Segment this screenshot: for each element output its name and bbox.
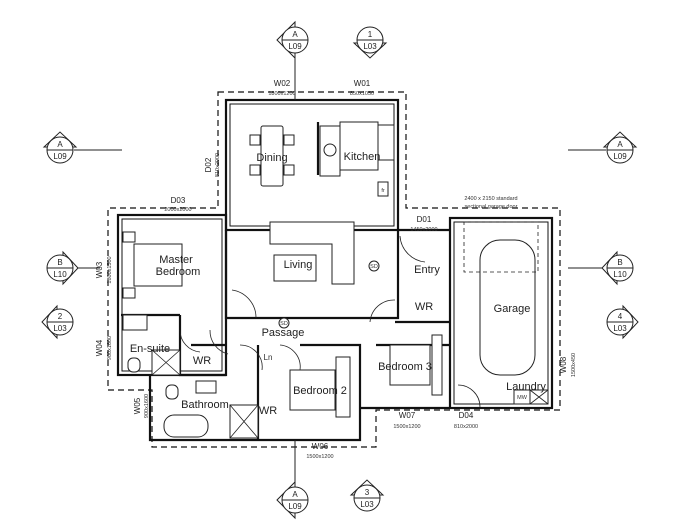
fridge-label: fr [381,188,385,194]
size-w06: 1500x1200 [306,454,333,460]
svg-text:A: A [292,490,298,499]
size-w01: 850x1050 [350,91,374,97]
tag-d04: D04 [459,411,474,420]
size-w04: 900x1600 [107,336,113,360]
garage-door-note-2: sectional garage door [465,204,518,210]
tag-d01: D01 [417,215,432,224]
dining-table [260,125,284,187]
size-d02: 810x2000 [215,153,221,177]
svg-text:L03: L03 [53,324,67,333]
size-d03: 2000x2000 [164,207,191,213]
microwave-label: MW [517,395,528,401]
coffee-table [273,254,317,282]
size-w02: 1800x1200 [268,91,295,97]
room-master-bedroom-1: Master [159,254,193,266]
svg-text:L09: L09 [288,42,302,51]
room-entry: Entry [414,264,440,276]
size-w07: 1500x1200 [393,424,420,430]
opening-tags: W02 1800x1200 W01 850x1050 D03 2000x2000… [95,79,577,460]
svg-text:L03: L03 [360,500,374,509]
svg-text:4: 4 [618,312,623,321]
bathtub [163,414,209,438]
svg-text:L09: L09 [613,152,627,161]
size-w08: 1500x450 [571,353,577,377]
room-living: Living [284,259,313,271]
section-marker[interactable]: A L09 [276,20,309,60]
svg-text:3: 3 [365,488,370,497]
room-labels: Dining Kitchen Living Master Bedroom Ent… [130,151,547,417]
svg-text:L09: L09 [288,502,302,511]
tag-w07: W07 [399,411,416,420]
size-w05: 900x1600 [144,394,150,418]
svg-text:B: B [617,258,622,267]
tag-w08: W08 [559,356,568,373]
room-wr-bed2: WR [259,405,277,417]
size-d01: 1450x2000 [410,227,437,233]
room-linen: Ln [264,353,273,362]
smoke-detector-living [368,260,380,272]
room-wr-master: WR [193,355,211,367]
bed-2 [289,369,336,411]
tag-d03: D03 [171,196,186,205]
room-wr-entry: WR [415,301,433,313]
room-passage: Passage [262,327,305,339]
section-marker[interactable]: A L09 [42,131,78,164]
bed-3 [389,344,431,386]
tag-w06: W06 [312,442,329,451]
section-marker[interactable]: A L09 [602,131,638,164]
sd-label: SD [370,264,378,270]
room-kitchen: Kitchen [344,151,381,163]
garage-door-note-1: 2400 x 2150 standard [464,196,517,202]
section-marker[interactable]: A L09 [276,480,309,520]
room-master-bedroom-2: Bedroom [156,266,201,278]
svg-text:L03: L03 [363,42,377,51]
door-swings [179,235,481,408]
smoke-detector-passage [278,317,290,329]
svg-text:L09: L09 [53,152,67,161]
svg-text:L10: L10 [53,270,67,279]
master-bed [133,243,183,287]
section-lines [74,53,606,487]
eave-outline [107,91,561,448]
section-marker[interactable]: B L10 [46,250,79,286]
room-bedroom-2: Bedroom 2 [293,385,347,397]
svg-text:L10: L10 [613,270,627,279]
svg-text:A: A [617,140,623,149]
svg-text:2: 2 [58,312,63,321]
svg-text:A: A [292,30,298,39]
room-dining: Dining [256,152,287,164]
sd-label: SD [280,321,288,327]
sofa [269,221,355,285]
svg-text:A: A [57,140,63,149]
room-garage: Garage [494,303,531,315]
section-marker[interactable]: B L10 [601,250,634,286]
car [479,239,536,376]
size-d04: 810x2000 [454,424,478,430]
tag-w04: W04 [95,339,104,356]
tag-w01: W01 [354,79,371,88]
tag-w03: W03 [95,261,104,278]
room-laundry: Laundry [506,381,546,393]
svg-text:1: 1 [368,30,373,39]
size-w03: 1800x1500 [107,256,113,283]
tag-w05: W05 [133,397,142,414]
tag-d02: D02 [204,157,213,172]
room-bedroom-3: Bedroom 3 [378,361,432,373]
room-bathroom: Bathroom [181,399,229,411]
tag-w02: W02 [274,79,291,88]
svg-text:B: B [57,258,62,267]
room-ensuite: En-suite [130,343,170,355]
svg-text:L03: L03 [613,324,627,333]
furniture: SD SD fr [122,121,549,439]
